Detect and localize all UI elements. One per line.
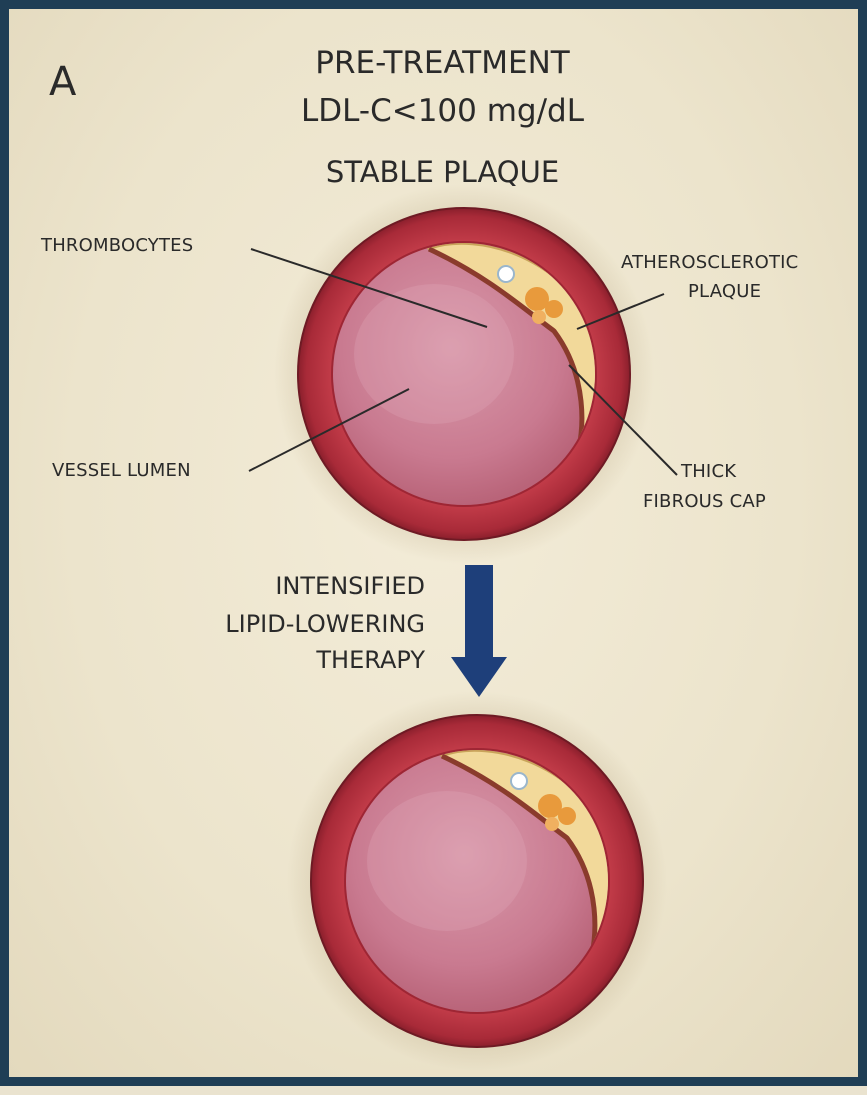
vessel-post-treatment bbox=[287, 691, 667, 1071]
down-arrow-icon bbox=[451, 565, 507, 697]
therapy-line-1: INTENSIFIED bbox=[275, 572, 425, 600]
label-vessel-lumen: VESSEL LUMEN bbox=[52, 460, 191, 481]
therapy-line-3: THERAPY bbox=[316, 646, 425, 674]
title-line-2: LDL-C<100 mg/dL bbox=[9, 93, 867, 129]
label-plaque: PLAQUE bbox=[688, 281, 761, 302]
thrombocyte bbox=[498, 266, 514, 282]
title-line-1: PRE-TREATMENT bbox=[9, 45, 867, 81]
therapy-line-2: LIPID-LOWERING bbox=[225, 610, 425, 638]
title-line-3: STABLE PLAQUE bbox=[9, 155, 867, 189]
label-fibrous-cap: FIBROUS CAP bbox=[643, 491, 766, 512]
label-thrombocytes: THROMBOCYTES bbox=[41, 235, 193, 256]
label-thick: THICK bbox=[681, 461, 736, 482]
label-atherosclerotic: ATHEROSCLEROTIC bbox=[621, 252, 798, 273]
vessel-pre-treatment bbox=[274, 184, 654, 564]
